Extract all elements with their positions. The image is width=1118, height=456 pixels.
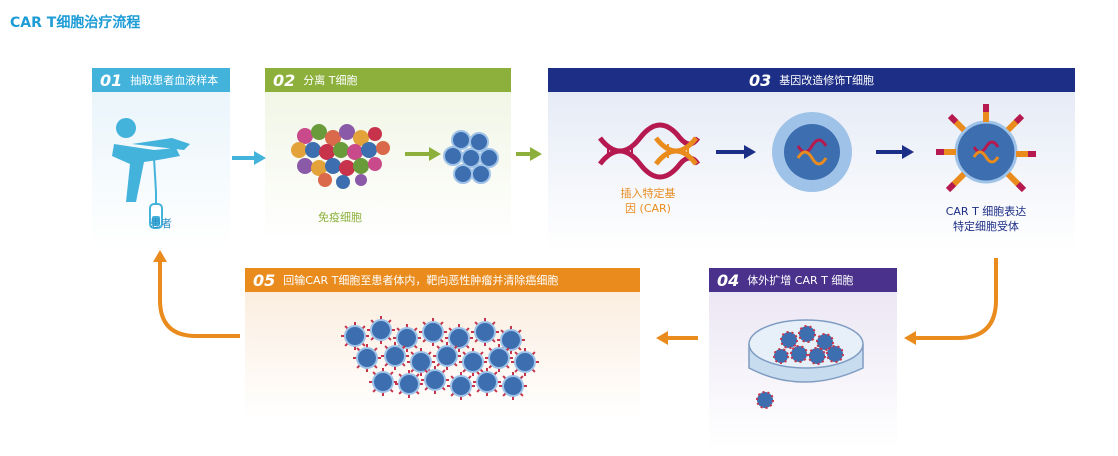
- car-t-cell-icon: [407, 348, 435, 376]
- step-05-body: [245, 292, 640, 420]
- t-cell-with-dna-icon: [772, 112, 852, 192]
- step-01-number: 01: [100, 70, 123, 90]
- car-t-cell-icon: [381, 342, 409, 370]
- car-t-caption-line1: CAR T 细胞表达: [945, 205, 1027, 218]
- car-t-cell-icon: [421, 366, 449, 394]
- arrow-right-icon: [405, 147, 441, 161]
- car-t-cell-icon: [499, 372, 527, 400]
- step-03-header: 03 基因改造修饰T细胞: [548, 68, 1075, 92]
- step-01-header: 01 抽取患者血液样本: [92, 68, 230, 92]
- step-02-panel: 02 分离 T细胞: [265, 68, 511, 242]
- curved-arrow-down-left-icon: [904, 258, 998, 345]
- step-04-body: [709, 292, 897, 448]
- step-03-label: 基因改造修饰T细胞: [779, 74, 874, 87]
- patient-caption: 患者: [150, 217, 172, 230]
- car-t-cell-icon: [511, 348, 539, 376]
- car-t-caption: CAR T 细胞表达 特定细胞受体: [936, 204, 1036, 234]
- step-05-number: 05: [253, 270, 276, 290]
- car-t-cell-icon: [485, 344, 513, 372]
- immune-cells-illustration: [291, 124, 499, 189]
- car-t-cell-icon: [497, 326, 525, 354]
- car-t-cell-icon: [341, 322, 369, 350]
- step-02-number: 02: [273, 70, 296, 90]
- step-01-panel: 01 抽取患者血液样本 患者: [92, 68, 230, 248]
- step-01-label: 抽取患者血液样本: [130, 74, 219, 87]
- step-04-panel: 04 体外扩增 CAR T 细胞: [709, 268, 897, 448]
- t-cells-icon: [443, 130, 499, 184]
- arrow-right-icon: [716, 145, 756, 159]
- step-03-panel: 03 基因改造修饰T细胞: [548, 68, 1075, 250]
- car-t-cell-icon: [433, 342, 461, 370]
- car-t-cell-icon: [445, 324, 473, 352]
- step-04-label: 体外扩增 CAR T 细胞: [747, 274, 854, 287]
- car-t-cell-icon: [473, 368, 501, 396]
- car-t-cell-icon: [756, 391, 774, 409]
- patient-icon: [112, 118, 190, 229]
- car-t-cell-icon: [395, 370, 423, 398]
- step-03-number: 03: [749, 70, 772, 90]
- arrow-right-icon: [232, 151, 266, 165]
- car-t-cell-icon: [393, 324, 421, 352]
- step-02-label: 分离 T细胞: [303, 74, 358, 87]
- car-t-cell-icon: [447, 372, 475, 400]
- immune-cells-caption: 免疫细胞: [318, 211, 362, 224]
- curved-arrow-up-icon: [153, 250, 240, 338]
- car-t-cell-icon: [419, 318, 447, 346]
- dna-icon: [598, 122, 701, 180]
- arrow-left-icon: [656, 331, 698, 345]
- gene-caption-line2: 因 (CAR): [625, 202, 671, 215]
- diagram-title: CAR T细胞治疗流程: [10, 15, 141, 31]
- car-t-cell-icon: [369, 368, 397, 396]
- car-t-cell-icon: [936, 104, 1036, 193]
- gene-modification-illustration: [598, 104, 1036, 193]
- car-t-cell-icon: [367, 316, 395, 344]
- gene-caption: 插入特定基 因 (CAR): [598, 186, 698, 216]
- petri-dish-illustration: [748, 319, 864, 409]
- step-05-label: 回输CAR T细胞至患者体内，靶向恶性肿瘤并清除癌细胞: [283, 274, 559, 287]
- step-05-panel: 05 回输CAR T细胞至患者体内，靶向恶性肿瘤并清除癌细胞: [245, 268, 640, 420]
- step-02-header: 02 分离 T细胞: [265, 68, 511, 92]
- step-01-body: 患者: [92, 92, 230, 248]
- arrow-right-icon: [876, 145, 914, 159]
- step-04-header: 04 体外扩增 CAR T 细胞: [709, 268, 897, 292]
- mixed-immune-cells-icon: [291, 124, 390, 189]
- infused-car-t-cells-illustration: [341, 316, 539, 400]
- car-t-cells-cluster-icon: [773, 325, 844, 365]
- car-t-caption-line2: 特定细胞受体: [953, 220, 1019, 233]
- gene-caption-line1: 插入特定基: [620, 187, 676, 200]
- step-05-header: 05 回输CAR T细胞至患者体内，靶向恶性肿瘤并清除癌细胞: [245, 268, 640, 292]
- step-04-number: 04: [717, 270, 740, 290]
- car-t-cell-icon: [353, 344, 381, 372]
- step-03-body: 插入特定基 因 (CAR) CAR T 细胞表达 特定细胞受体: [548, 92, 1075, 250]
- car-t-cell-icon: [459, 348, 487, 376]
- arrow-right-icon: [516, 147, 542, 161]
- step-02-body: 免疫细胞: [265, 92, 511, 242]
- car-t-cell-icon: [471, 318, 499, 346]
